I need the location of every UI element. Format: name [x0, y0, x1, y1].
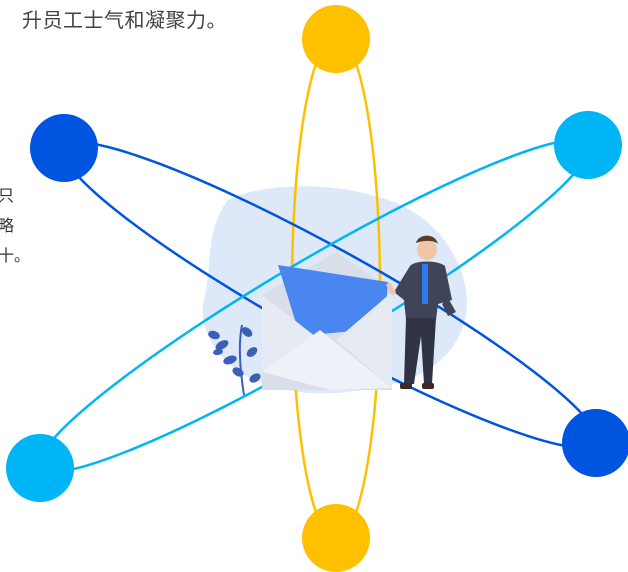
top-text-line: 升员工士气和凝聚力。	[22, 8, 227, 32]
left-text-fragment-3: 十。	[0, 246, 31, 265]
node-left-light-blue	[6, 434, 74, 502]
node-bottom-gold	[302, 504, 370, 572]
man-with-envelope-illustration	[208, 235, 456, 396]
node-top-gold	[302, 5, 370, 73]
node-right-light-blue	[554, 111, 622, 179]
left-text-fragment-2: 略	[0, 216, 15, 235]
man-figure	[386, 235, 456, 389]
left-text-fragment-1: 只	[0, 186, 15, 205]
envelope-icon	[262, 252, 392, 390]
node-right-dark-blue	[562, 409, 628, 477]
node-left-dark-blue	[30, 114, 98, 182]
plant-icon	[208, 324, 261, 396]
